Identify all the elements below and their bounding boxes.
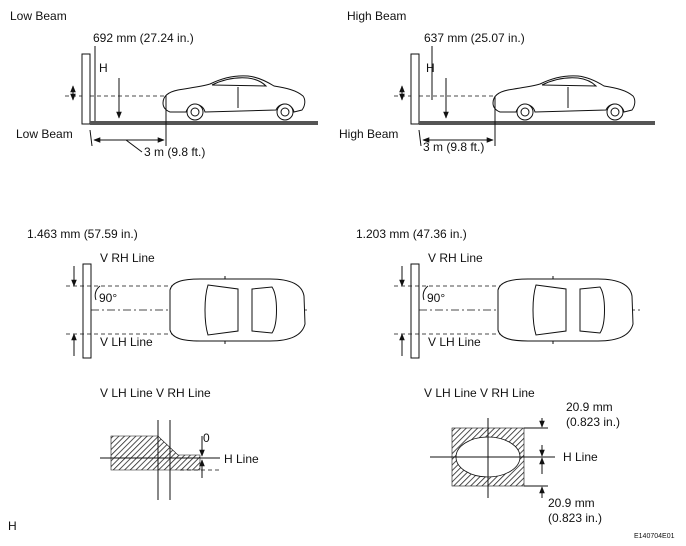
top-view-left: 1.463 mm (57.59 in.) V RH Line V LH Line…	[27, 227, 310, 359]
low-beam-cutoff-pattern	[110, 435, 201, 471]
ground-right	[419, 121, 655, 125]
car-top-view-left	[169, 276, 306, 344]
width-label-right: 1.203 mm (47.36 in.)	[356, 227, 467, 241]
low-beam-side-view: Low Beam 692 mm (27.24 in.) H Low Beam	[10, 9, 318, 159]
v-lh-line-label-right: V LH Line	[428, 335, 481, 349]
high-beam-distance-label: 637 mm (25.07 in.)	[424, 31, 525, 45]
dim-top-line2: (0.823 in.)	[566, 415, 620, 429]
h-line-label-right: H Line	[563, 450, 598, 464]
low-beam-distance-label: 692 mm (27.24 in.)	[93, 31, 194, 45]
v-rh-line-label-right: V RH Line	[428, 251, 483, 265]
three-m-label-high: 3 m (9.8 ft.)	[423, 140, 484, 154]
aiming-screen-right	[410, 53, 420, 125]
dim-bot-line2: (0.823 in.)	[548, 511, 602, 525]
high-beam-pattern: V LH Line V RH Line 20.9 mm (0.823 in.) …	[424, 386, 620, 525]
high-beam-side-label: High Beam	[339, 127, 398, 141]
zero-offset-label: 0	[203, 431, 210, 445]
car-top-view-right	[497, 276, 634, 344]
dim-bot-line1: 20.9 mm	[548, 496, 595, 510]
low-beam-pattern: V LH Line V RH Line 0 H Line	[100, 386, 259, 500]
angle-label-right: 90°	[427, 291, 445, 305]
h-line-label-left: H Line	[224, 452, 259, 466]
v-lh-line-label-left: V LH Line	[100, 335, 153, 349]
figure-code: E140704E01	[634, 533, 675, 540]
corner-h-label: H	[8, 519, 17, 533]
screen-top-view-right	[410, 263, 420, 359]
low-beam-title: Low Beam	[10, 9, 67, 23]
low-beam-side-label: Low Beam	[16, 127, 73, 141]
car-side-view-left	[162, 75, 306, 121]
angle-label-left: 90°	[99, 291, 117, 305]
top-view-right: 1.203 mm (47.36 in.) V RH Line V LH Line…	[356, 227, 640, 359]
high-beam-title: High Beam	[347, 9, 406, 23]
three-m-label-low: 3 m (9.8 ft.)	[144, 145, 205, 159]
ground-left	[90, 121, 318, 125]
v-lines-label-left: V LH Line V RH Line	[100, 386, 211, 400]
dim-top-line1: 20.9 mm	[566, 400, 613, 414]
h-label-high: H	[426, 61, 435, 75]
v-rh-line-label-left: V RH Line	[100, 251, 155, 265]
h-label-low: H	[99, 61, 108, 75]
car-side-view-right	[492, 75, 636, 121]
width-label-left: 1.463 mm (57.59 in.)	[27, 227, 138, 241]
v-lines-label-right: V LH Line V RH Line	[424, 386, 535, 400]
screen-top-view-left	[82, 263, 92, 359]
high-beam-side-view: High Beam 637 mm (25.07 in.) H High Beam…	[339, 9, 655, 154]
aiming-screen-left	[81, 53, 91, 125]
